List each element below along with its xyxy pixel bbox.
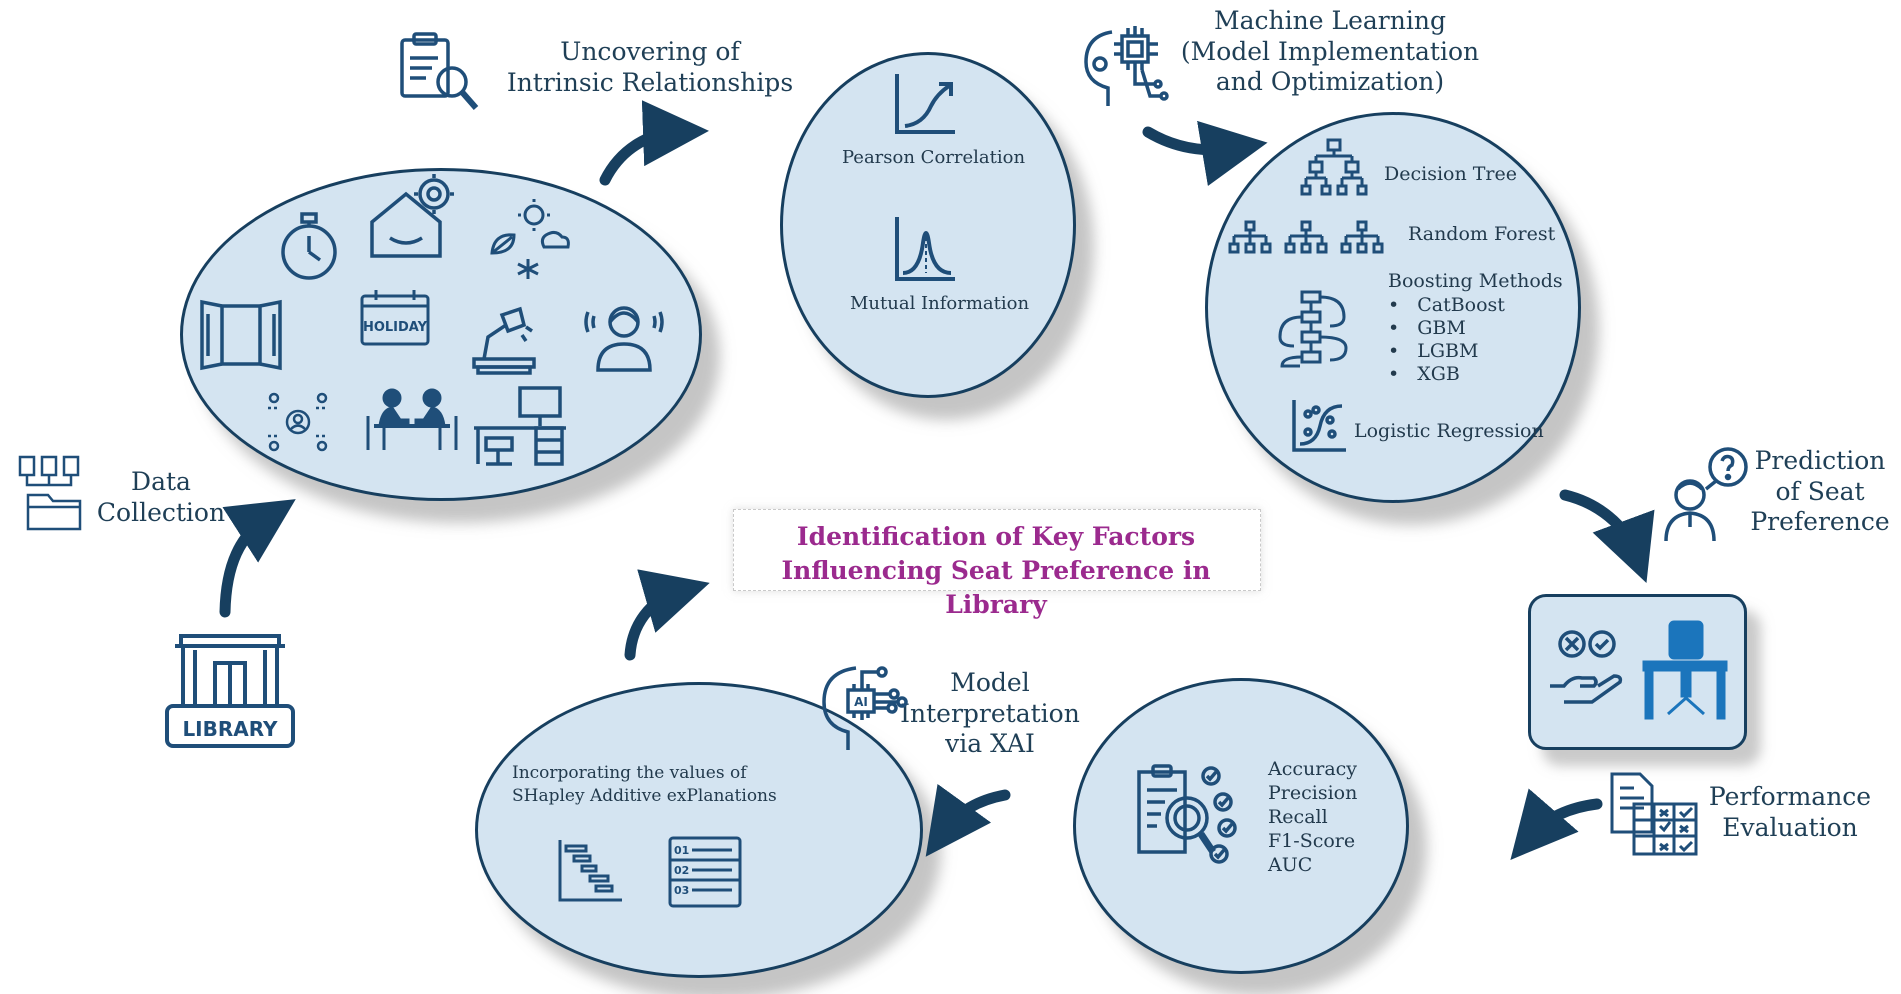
logistic-regression-label: Logistic Regression	[1354, 420, 1544, 442]
metrics-ellipse	[1073, 678, 1409, 974]
arrow-data-to-correlation	[599, 100, 709, 186]
random-forest-icon	[1228, 220, 1384, 254]
weather-icon	[490, 199, 570, 279]
metrics-report-icon	[1137, 764, 1237, 864]
arrow-correlation-to-ml	[1142, 120, 1268, 186]
ai-head-icon: AI	[822, 666, 908, 750]
boosting-item: GBM	[1388, 317, 1505, 340]
mutual-information-icon	[895, 217, 955, 281]
metric-item: Accuracy	[1268, 758, 1358, 780]
numbered-list-icon: 01 02 03	[668, 836, 742, 908]
user-network-icon	[268, 392, 328, 452]
computer-desk-icon	[474, 386, 566, 466]
title-box	[733, 509, 1261, 591]
library-building-icon: LIBRARY	[165, 634, 295, 748]
logistic-regression-icon	[1292, 400, 1346, 452]
data-collection-label: Data Collection	[96, 467, 226, 527]
metrics-list: Accuracy Precision Recall F1-Score AUC	[1268, 757, 1357, 877]
person-question-icon	[1664, 447, 1748, 542]
metric-item: Precision	[1268, 782, 1358, 804]
boosting-item: LGBM	[1388, 340, 1505, 363]
uncovering-label: Uncovering of Intrinsic Relationships	[506, 37, 794, 97]
choice-hand-icon	[1550, 630, 1623, 704]
desk-lamp-icon	[472, 306, 536, 375]
group-study-icon	[366, 388, 458, 450]
diagram-title: Identification of Key Factors Influencin…	[733, 520, 1259, 622]
interpretation-label: Model Interpretation via XAI	[900, 668, 1080, 758]
boosting-list: CatBoost GBM LGBM XGB	[1388, 294, 1505, 386]
arrow-shap-to-title	[624, 569, 710, 661]
boosting-flow-icon	[1278, 290, 1348, 368]
open-window-icon	[200, 299, 282, 371]
metric-item: F1-Score	[1268, 830, 1356, 852]
machine-learning-label: Machine Learning (Model Implementation a…	[1180, 6, 1480, 96]
svg-text:AI: AI	[854, 695, 868, 709]
evaluation-table-icon	[1610, 772, 1698, 856]
decision-tree-icon	[1300, 138, 1368, 196]
list-number: 01	[674, 844, 689, 857]
holiday-calendar-icon: HOLIDAY	[360, 290, 430, 346]
noise-person-icon	[584, 306, 664, 372]
list-number: 02	[674, 864, 689, 877]
pearson-chart-icon	[895, 74, 955, 134]
pearson-label: Pearson Correlation	[842, 147, 1026, 168]
list-number: 03	[674, 884, 689, 897]
stopwatch-icon	[281, 212, 337, 280]
smart-home-icon	[370, 174, 454, 258]
seat-prediction-box	[1528, 594, 1747, 750]
gantt-chart-icon	[558, 840, 622, 902]
shap-description: Incorporating the values of SHapley Addi…	[512, 763, 777, 806]
holiday-sign-text: HOLIDAY	[363, 320, 428, 335]
mutual-information-label: Mutual Information	[850, 293, 1030, 314]
ml-brain-chip-icon	[1084, 26, 1169, 106]
arrow-performance-to-shap	[925, 783, 1011, 857]
arrow-ml-to-prediction	[1559, 489, 1655, 583]
title-line-2: Influencing Seat Preference in Library	[781, 556, 1211, 619]
seat-chair-icon	[1642, 620, 1728, 720]
metric-item: Recall	[1268, 806, 1328, 828]
arrow-prediction-to-performance	[1510, 788, 1603, 860]
title-line-1: Identification of Key Factors	[796, 522, 1196, 551]
metric-item: AUC	[1268, 854, 1313, 876]
document-search-icon	[400, 32, 479, 110]
arrow-library-to-data	[219, 499, 296, 618]
boosting-label: Boosting Methods	[1388, 270, 1563, 292]
boosting-item: CatBoost	[1388, 294, 1505, 317]
data-collection-icon	[18, 455, 82, 531]
performance-label: Performance Evaluation	[1708, 782, 1872, 842]
prediction-label: Prediction of Seat Preference	[1750, 446, 1890, 536]
library-sign-text: LIBRARY	[182, 717, 278, 741]
decision-tree-label: Decision Tree	[1384, 163, 1517, 185]
boosting-item: XGB	[1388, 363, 1505, 386]
random-forest-label: Random Forest	[1408, 223, 1556, 245]
